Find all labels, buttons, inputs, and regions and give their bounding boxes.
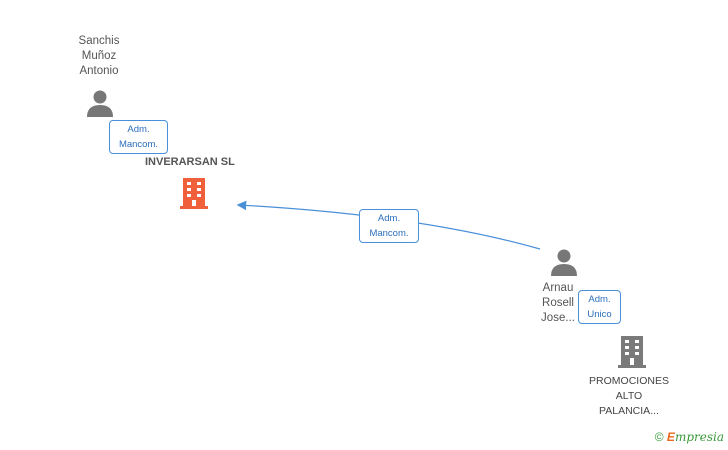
- brand-logo-text: mpresia: [674, 430, 724, 444]
- person-name-line: Muñoz: [81, 50, 117, 62]
- role-badge-edge[interactable]: Adm. Mancom.: [359, 209, 419, 243]
- brand-logo-initial: E: [666, 430, 675, 444]
- brand-footer[interactable]: © Empresia: [655, 430, 724, 444]
- company-name-line: ALTO: [615, 390, 643, 402]
- company-promociones-name[interactable]: PROMOCIONES ALTO PALANCIA...: [584, 374, 674, 419]
- person-arnau-name[interactable]: Arnau Rosell Jose...: [530, 281, 586, 326]
- role-label: Adm.: [377, 213, 401, 224]
- person-name-line: Sanchis: [78, 35, 120, 47]
- company-name-line: PROMOCIONES: [589, 375, 669, 387]
- company-main-name[interactable]: INVERARSAN SL: [145, 156, 235, 168]
- person-icon[interactable]: [549, 247, 579, 277]
- person-sanchis-name[interactable]: Sanchis Muñoz Antonio: [64, 34, 134, 79]
- role-label: Mancom.: [118, 139, 159, 150]
- person-icon[interactable]: [85, 88, 115, 118]
- role-label: Unico: [587, 309, 612, 320]
- role-badge-person-2[interactable]: Adm. Unico: [578, 290, 621, 324]
- person-name-line: Jose...: [541, 312, 575, 324]
- person-name-line: Antonio: [79, 65, 119, 77]
- copyright-icon: ©: [654, 430, 664, 444]
- role-label: Mancom.: [369, 228, 409, 239]
- building-icon[interactable]: [178, 176, 210, 210]
- person-name-line: Rosell: [542, 297, 574, 309]
- person-name-line: Arnau: [542, 282, 574, 294]
- role-label: Adm.: [127, 124, 150, 135]
- role-badge-person-1[interactable]: Adm. Mancom.: [109, 120, 168, 154]
- company-name-line: PALANCIA...: [599, 405, 659, 417]
- role-label: Adm.: [588, 294, 611, 305]
- building-icon[interactable]: [616, 334, 648, 369]
